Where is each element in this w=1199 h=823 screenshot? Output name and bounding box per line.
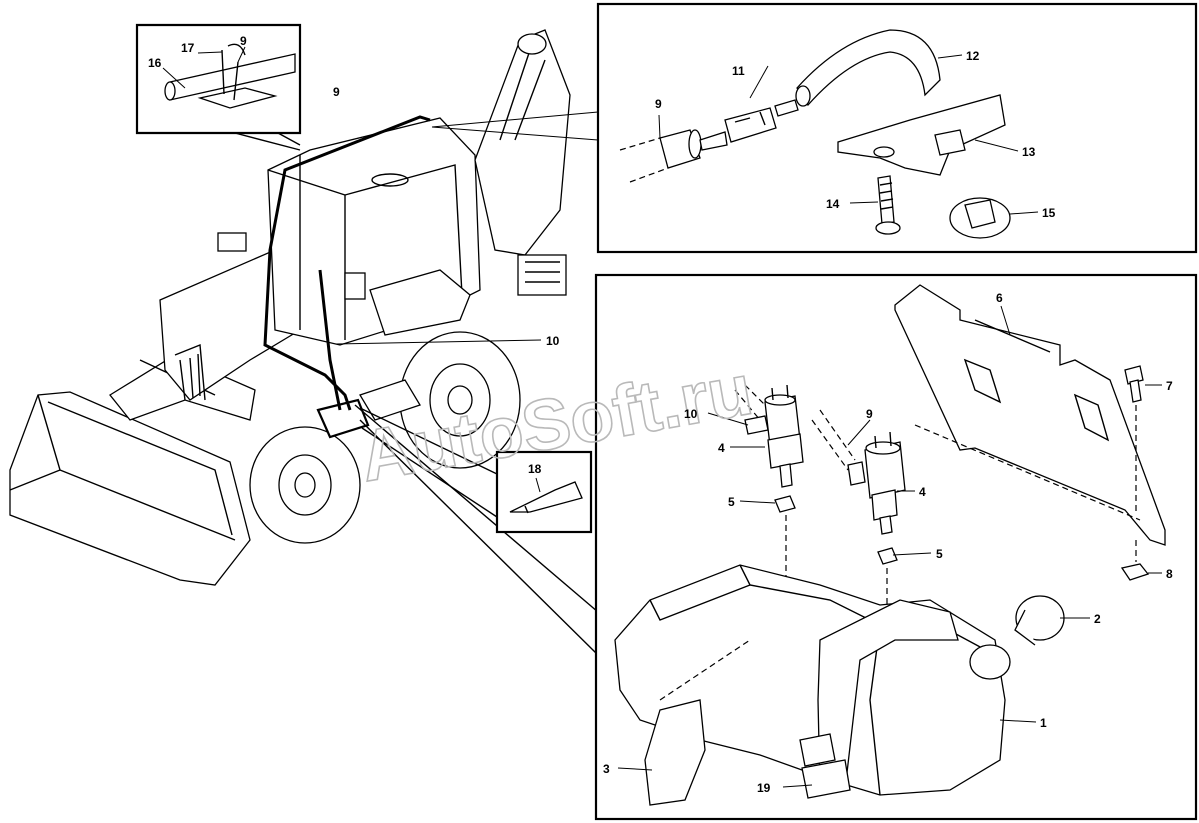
hose-connector-inset [596,2,1198,254]
callout-9-pump: 9 [866,407,873,421]
callout-11: 11 [732,64,745,78]
callout-9-hose: 9 [655,97,662,111]
callout-16: 16 [148,56,162,70]
callout-13: 13 [1022,145,1036,159]
backhoe-loader-illustration [9,29,599,656]
callout-1: 1 [1040,716,1047,730]
washer-reservoir-inset [334,273,1198,821]
callout-7: 7 [1166,379,1173,393]
callout-9-clip: 9 [240,34,247,48]
callout-4-left: 4 [718,441,725,455]
callout-5-right: 5 [936,547,943,561]
callout-10-pump: 10 [684,407,698,421]
callout-4-right: 4 [919,485,926,499]
callout-9-machine: 9 [333,85,340,99]
callout-17: 17 [181,41,195,55]
callout-8: 8 [1166,567,1173,581]
callout-3: 3 [603,762,610,776]
callout-5-left: 5 [728,495,735,509]
callout-12: 12 [966,49,980,63]
callout-15: 15 [1042,206,1056,220]
callout-6: 6 [996,291,1003,305]
sealant-tube-inset [495,450,593,534]
callout-2: 2 [1094,612,1101,626]
clip-detail-inset [135,23,302,135]
callout-18: 18 [528,462,542,476]
callout-10-machine: 10 [546,334,560,348]
callout-labels: 1 2 3 4 4 5 5 6 7 8 9 9 9 9 10 10 11 12 … [148,34,1173,795]
callout-14: 14 [826,197,840,211]
callout-19: 19 [757,781,771,795]
